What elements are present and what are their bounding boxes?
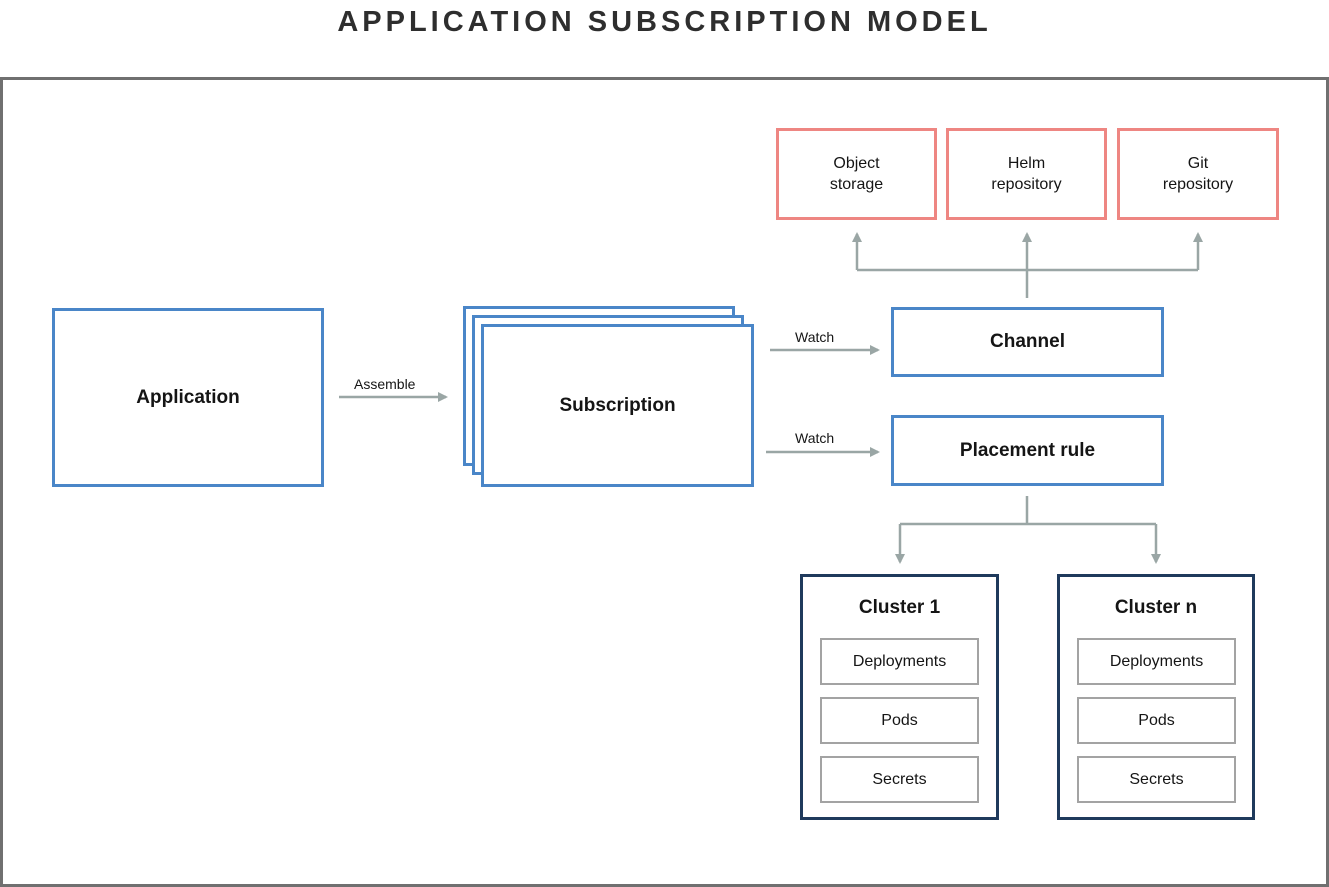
cluster-1-deployments-label: Deployments	[852, 652, 947, 670]
git-repository-node: Git repository	[1117, 128, 1279, 220]
placement-trunk	[900, 496, 1156, 526]
git-repository-label-line2: repository	[1162, 176, 1234, 193]
cluster-1-secrets-label: Secrets	[872, 770, 927, 788]
application-node: Application	[52, 308, 324, 487]
cluster-n-secrets-label: Secrets	[1129, 770, 1184, 788]
watch-placement-label: Watch	[795, 430, 835, 446]
helm-repository-label-line2: repository	[991, 176, 1062, 193]
cluster-1-pods: Pods	[820, 697, 979, 744]
cluster-1-deployments: Deployments	[820, 638, 979, 685]
application-label: Application	[136, 386, 240, 408]
assemble-label: Assemble	[354, 376, 416, 392]
cluster-n-pods-label: Pods	[1138, 711, 1175, 729]
channel-trunk	[857, 268, 1198, 298]
channel-node: Channel	[891, 307, 1164, 377]
cluster-n-title: Cluster n	[1114, 597, 1198, 618]
diagram-title: APPLICATION SUBSCRIPTION MODEL	[337, 6, 992, 38]
helm-repository-node: Helm repository	[946, 128, 1107, 220]
cluster-n-pods: Pods	[1077, 697, 1236, 744]
object-storage-label-line1: Object	[833, 155, 880, 172]
object-storage-label-line2: storage	[829, 176, 884, 193]
placement-rule-label: Placement rule	[959, 439, 1096, 461]
cluster-n-deployments: Deployments	[1077, 638, 1236, 685]
cluster-1-node: Cluster 1 Deployments Pods Secrets	[800, 574, 999, 820]
watch-channel-label: Watch	[795, 329, 835, 345]
cluster-1-secrets: Secrets	[820, 756, 979, 803]
cluster-n-node: Cluster n Deployments Pods Secrets	[1057, 574, 1255, 820]
subscription-node: Subscription	[481, 324, 754, 487]
subscription-label: Subscription	[559, 394, 676, 416]
cluster-n-deployments-label: Deployments	[1109, 652, 1204, 670]
cluster-1-pods-label: Pods	[881, 711, 918, 729]
git-repository-label-line1: Git	[1187, 155, 1209, 172]
cluster-n-secrets: Secrets	[1077, 756, 1236, 803]
channel-label: Channel	[990, 331, 1065, 352]
helm-repository-label-line1: Helm	[1007, 155, 1046, 172]
cluster-1-title: Cluster 1	[858, 597, 941, 618]
placement-rule-node: Placement rule	[891, 415, 1164, 486]
object-storage-node: Object storage	[776, 128, 937, 220]
